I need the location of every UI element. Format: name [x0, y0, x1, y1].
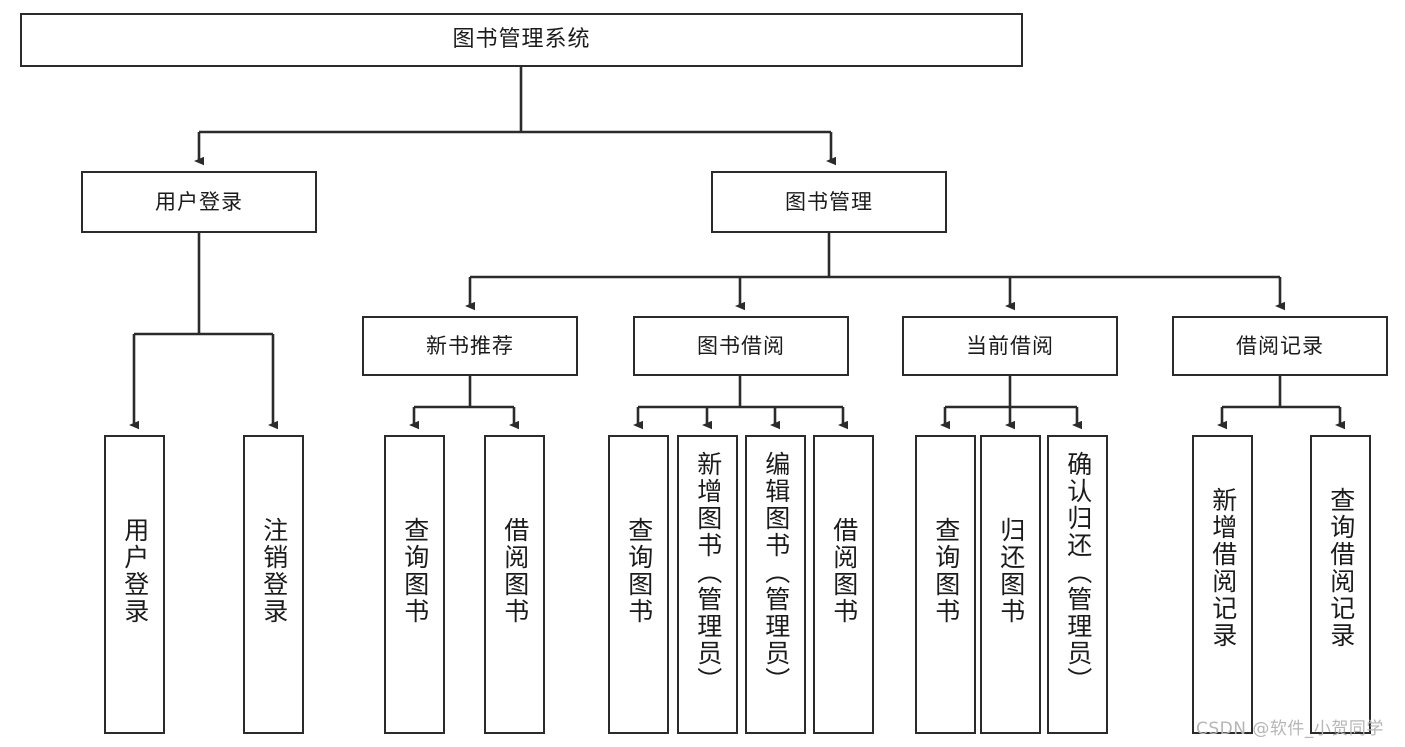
- node-label: 借阅图书: [829, 517, 859, 625]
- leaf-user-login[interactable]: 用户登录: [104, 435, 165, 734]
- node-label: 查询借阅记录: [1326, 487, 1356, 649]
- node-label: 查询图书: [624, 517, 654, 625]
- leaf-query-book-current[interactable]: 查询图书: [915, 435, 976, 734]
- node-label: 新增借阅记录: [1208, 487, 1238, 649]
- node-label: 归还图书: [996, 517, 1026, 625]
- csdn-watermark: CSDN @软件_小贺同学: [1196, 719, 1384, 739]
- node-label: 查询图书: [400, 517, 430, 625]
- node-label: 用户登录: [120, 517, 150, 625]
- node-label: 图书借阅: [697, 333, 785, 358]
- leaf-add-book-admin[interactable]: 新增图书（管理员）: [677, 435, 738, 734]
- node-user-login[interactable]: 用户登录: [81, 171, 317, 233]
- node-label: 用户登录: [155, 189, 243, 214]
- leaf-query-book-recommend[interactable]: 查询图书: [384, 435, 445, 734]
- node-new-book-recommend[interactable]: 新书推荐: [362, 316, 578, 376]
- node-label: 新书推荐: [426, 333, 514, 358]
- node-label: 确认归还（管理员）: [1063, 451, 1093, 694]
- node-label: 编辑图书（管理员）: [761, 451, 791, 694]
- leaf-return-book[interactable]: 归还图书: [980, 435, 1041, 734]
- leaf-edit-book-admin[interactable]: 编辑图书（管理员）: [745, 435, 806, 734]
- leaf-borrow-book-borrow[interactable]: 借阅图书: [813, 435, 874, 734]
- leaf-query-book-borrow[interactable]: 查询图书: [608, 435, 669, 734]
- leaf-borrow-book-recommend[interactable]: 借阅图书: [484, 435, 545, 734]
- node-label: 当前借阅: [966, 333, 1054, 358]
- node-root-book-management-system[interactable]: 图书管理系统: [20, 13, 1023, 67]
- node-book-borrow[interactable]: 图书借阅: [633, 316, 849, 376]
- leaf-add-borrow-record[interactable]: 新增借阅记录: [1192, 435, 1253, 734]
- leaf-logout[interactable]: 注销登录: [243, 435, 304, 734]
- node-current-borrow[interactable]: 当前借阅: [902, 316, 1118, 376]
- leaf-query-borrow-record[interactable]: 查询借阅记录: [1310, 435, 1371, 734]
- node-label: 查询图书: [931, 517, 961, 625]
- node-label: 图书管理: [785, 189, 873, 214]
- node-borrow-record[interactable]: 借阅记录: [1172, 316, 1388, 376]
- node-label: 新增图书（管理员）: [693, 451, 723, 694]
- node-label: 借阅记录: [1236, 333, 1324, 358]
- node-label: 注销登录: [259, 517, 289, 625]
- leaf-confirm-return-admin[interactable]: 确认归还（管理员）: [1047, 435, 1108, 734]
- node-book-management[interactable]: 图书管理: [711, 171, 947, 233]
- node-label: 图书管理系统: [452, 27, 591, 53]
- node-label: 借阅图书: [500, 517, 530, 625]
